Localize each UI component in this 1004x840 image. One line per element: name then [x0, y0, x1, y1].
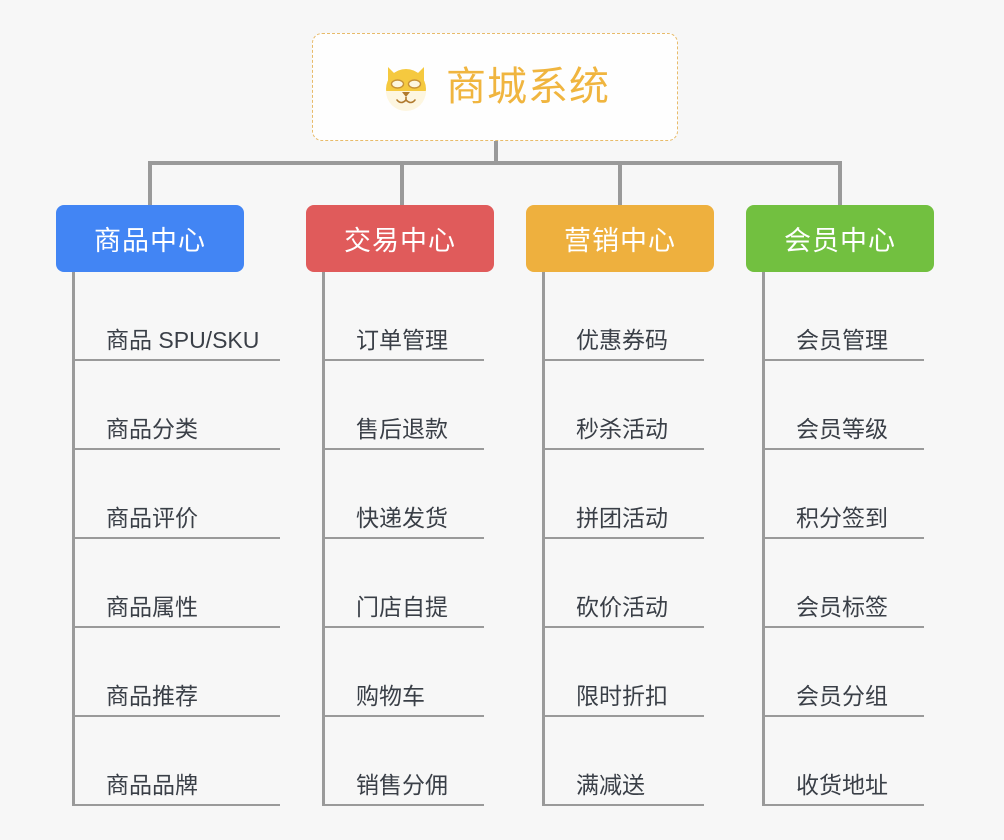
branch-drop-line-1: [148, 161, 152, 205]
leaf-item-label: 秒杀活动: [576, 415, 668, 442]
leaf-item-label: 会员等级: [796, 415, 888, 442]
leaf-item-label: 会员管理: [796, 326, 888, 353]
leaf-item-label: 拼团活动: [576, 504, 668, 531]
leaf-item[interactable]: 商品评价: [72, 450, 280, 539]
leaf-column-3: 优惠券码秒杀活动拼团活动砍价活动限时折扣满减送: [542, 272, 704, 806]
shiba-dog-icon: [380, 61, 432, 113]
branch-drop-line-2: [400, 161, 404, 205]
leaf-item-label: 商品品牌: [106, 771, 198, 798]
leaf-item[interactable]: 商品 SPU/SKU: [72, 272, 280, 361]
leaf-item-label: 优惠券码: [576, 326, 668, 353]
leaf-item[interactable]: 秒杀活动: [542, 361, 704, 450]
branch-label: 营销中心: [564, 226, 676, 256]
branch-bus-line: [148, 161, 840, 165]
leaf-spine-line: [762, 272, 765, 806]
leaf-item-label: 商品分类: [106, 415, 198, 442]
leaf-item[interactable]: 会员管理: [762, 272, 924, 361]
leaf-item-label: 商品推荐: [106, 682, 198, 709]
leaf-item[interactable]: 会员等级: [762, 361, 924, 450]
root-title: 商城系统: [446, 65, 610, 109]
branch-label: 交易中心: [344, 226, 456, 256]
leaf-item[interactable]: 优惠券码: [542, 272, 704, 361]
leaf-item[interactable]: 售后退款: [322, 361, 484, 450]
leaf-item-label: 收货地址: [796, 771, 888, 798]
branch-node-2[interactable]: 交易中心: [306, 205, 494, 272]
leaf-spine-line: [322, 272, 325, 806]
leaf-item-label: 会员分组: [796, 682, 888, 709]
leaf-item[interactable]: 购物车: [322, 628, 484, 717]
leaf-item[interactable]: 会员标签: [762, 539, 924, 628]
leaf-item[interactable]: 商品品牌: [72, 717, 280, 806]
leaf-item[interactable]: 商品推荐: [72, 628, 280, 717]
leaf-column-2: 订单管理售后退款快递发货门店自提购物车销售分佣: [322, 272, 484, 806]
branch-drop-line-4: [838, 161, 842, 205]
root-stem-line: [494, 141, 498, 164]
leaf-column-1: 商品 SPU/SKU 商品分类商品评价商品属性商品推荐商品品牌: [72, 272, 280, 806]
leaf-item-label: 积分签到: [796, 504, 888, 531]
leaf-item[interactable]: 会员分组: [762, 628, 924, 717]
leaf-item-label: 会员标签: [796, 593, 888, 620]
leaf-item-label: 售后退款: [356, 415, 448, 442]
leaf-item-label: 商品 SPU/SKU: [106, 326, 260, 353]
leaf-item[interactable]: 收货地址: [762, 717, 924, 806]
branch-node-4[interactable]: 会员中心: [746, 205, 934, 272]
leaf-item[interactable]: 商品属性: [72, 539, 280, 628]
leaf-spine-line: [542, 272, 545, 806]
branch-node-3[interactable]: 营销中心: [526, 205, 714, 272]
leaf-item[interactable]: 满减送: [542, 717, 704, 806]
leaf-spine-line: [72, 272, 75, 806]
leaf-item[interactable]: 订单管理: [322, 272, 484, 361]
leaf-item[interactable]: 门店自提: [322, 539, 484, 628]
leaf-item[interactable]: 快递发货: [322, 450, 484, 539]
leaf-item-label: 门店自提: [356, 593, 448, 620]
leaf-column-4: 会员管理会员等级积分签到会员标签会员分组收货地址: [762, 272, 924, 806]
leaf-item-label: 商品评价: [106, 504, 198, 531]
leaf-item[interactable]: 销售分佣: [322, 717, 484, 806]
leaf-item-label: 快递发货: [356, 504, 448, 531]
leaf-item-label: 满减送: [576, 771, 645, 798]
leaf-item-label: 商品属性: [106, 593, 198, 620]
leaf-item[interactable]: 积分签到: [762, 450, 924, 539]
leaf-item-label: 限时折扣: [576, 682, 668, 709]
branch-label: 商品中心: [94, 226, 206, 256]
leaf-item-label: 购物车: [356, 682, 425, 709]
leaf-item[interactable]: 商品分类: [72, 361, 280, 450]
leaf-item-label: 销售分佣: [356, 771, 448, 798]
leaf-item[interactable]: 拼团活动: [542, 450, 704, 539]
branch-label: 会员中心: [784, 226, 896, 256]
leaf-item-label: 订单管理: [356, 326, 448, 353]
branch-drop-line-3: [618, 161, 622, 205]
leaf-item[interactable]: 限时折扣: [542, 628, 704, 717]
root-node[interactable]: 商城系统: [312, 33, 678, 141]
branch-node-1[interactable]: 商品中心: [56, 205, 244, 272]
leaf-item[interactable]: 砍价活动: [542, 539, 704, 628]
leaf-item-label: 砍价活动: [576, 593, 668, 620]
